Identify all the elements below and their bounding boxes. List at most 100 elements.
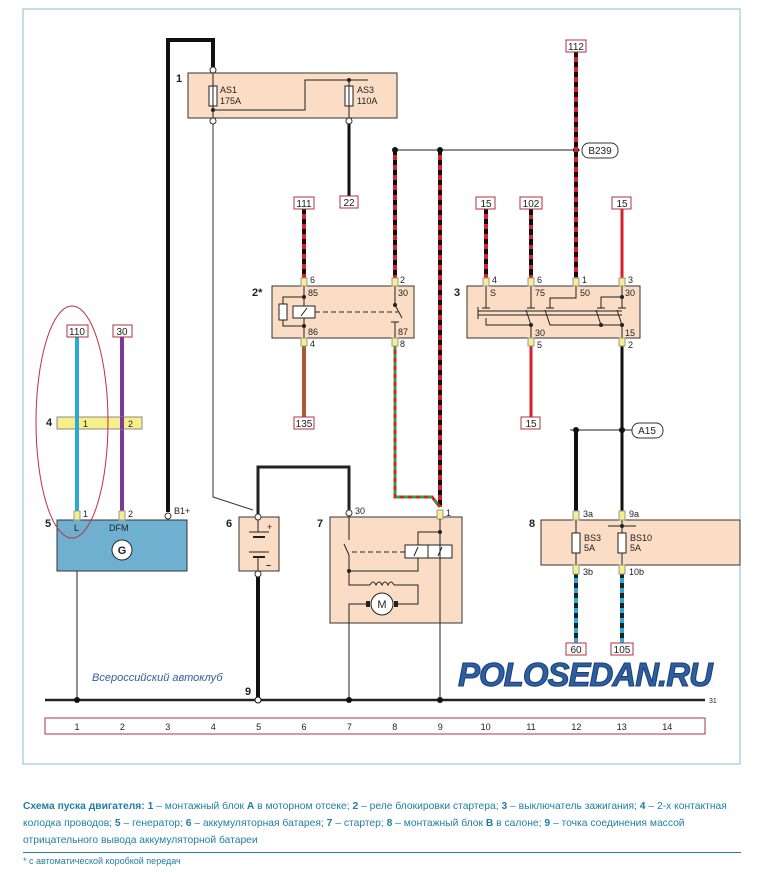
fuse-as3-label: AS3 xyxy=(357,85,374,95)
switch-term-50: 50 xyxy=(580,288,590,298)
block8-pin-9a: 9a xyxy=(629,509,639,519)
generator-term-dfm: DFM xyxy=(109,523,129,533)
switch-term-75: 75 xyxy=(535,288,545,298)
junction-b239 xyxy=(581,142,619,159)
ref-30: 30 xyxy=(116,327,128,338)
wires xyxy=(75,52,634,700)
ref-22: 22 xyxy=(343,198,355,209)
ref-111: 111 xyxy=(296,199,312,210)
block8-pin-10b: 10b xyxy=(629,567,644,577)
grid-number: 5 xyxy=(256,722,261,732)
connector-pin-2: 2 xyxy=(128,419,133,429)
ref-112: 112 xyxy=(568,42,584,53)
footnote: * с автоматической коробкой передач xyxy=(23,856,181,866)
switch-term-30-out: 30 xyxy=(535,328,545,338)
grid-number: 7 xyxy=(347,722,352,732)
diagram-frame xyxy=(22,8,741,765)
caption-item-number: 1 xyxy=(147,801,154,812)
relay-pin-2: 2 xyxy=(400,275,405,285)
generator-pin-1: 1 xyxy=(83,509,88,519)
ref-105: 105 xyxy=(614,645,631,656)
ref-110: 110 xyxy=(69,327,85,338)
junction-a15-label: A15 xyxy=(638,426,656,437)
generator: 5 1 2 L DFM B1+ G xyxy=(45,506,190,572)
caption-item-number: 7 xyxy=(326,818,333,829)
caption-items: 1 – монтажный блок A в моторном отсеке; … xyxy=(23,801,727,846)
caption-item-text: – монтажный блок xyxy=(153,801,247,812)
fuse-as3-rating: 110A xyxy=(357,96,377,106)
caption-item-text: – реле блокировки стартера; xyxy=(358,801,502,812)
grid-number: 6 xyxy=(301,722,306,732)
ref-102: 102 xyxy=(523,199,540,210)
relay-term-30: 30 xyxy=(398,288,408,298)
connector-number: 4 xyxy=(46,417,53,429)
switch-term-30: 30 xyxy=(625,288,635,298)
wire-b-plus xyxy=(166,38,215,512)
caption-item-text: – точка соединения массой отрицательного… xyxy=(23,818,685,846)
connector-pin-1: 1 xyxy=(83,419,88,429)
switch-pin-1: 1 xyxy=(582,275,587,285)
grid-number: 14 xyxy=(662,722,672,732)
starter: 7 30 1 M xyxy=(317,506,463,624)
switch-pin-2: 2 xyxy=(628,340,633,350)
grid-number: 4 xyxy=(211,722,216,732)
relay-pin-6: 6 xyxy=(310,275,315,285)
caption-item-number: 2 xyxy=(352,801,359,812)
caption-item-number: 3 xyxy=(501,801,508,812)
switch-pin-4: 4 xyxy=(492,275,497,285)
starter-number: 7 xyxy=(317,518,323,530)
generator-term-b1: B1+ xyxy=(174,506,190,516)
relay-number: 2* xyxy=(252,287,263,299)
relay-pin-4: 4 xyxy=(310,339,315,349)
ref-60: 60 xyxy=(570,645,582,656)
block1-number: 1 xyxy=(176,73,182,85)
caption-item-text: в моторном отсеке; xyxy=(254,801,353,812)
generator-term-l: L xyxy=(74,523,79,533)
battery-minus: – xyxy=(266,560,271,570)
fuse-bs3-rating: 5A xyxy=(584,543,595,553)
switch-number: 3 xyxy=(454,287,460,299)
grid-number: 13 xyxy=(617,722,627,732)
ground-bus: 9 31 xyxy=(45,686,717,705)
grid-number: 8 xyxy=(392,722,397,732)
grid-number: 12 xyxy=(571,722,581,732)
starter-term-1: 1 xyxy=(446,508,451,518)
divider xyxy=(23,852,741,853)
mounting-block-a: 1 AS1 175A AS3 110A xyxy=(176,66,398,125)
motor-symbol: M xyxy=(377,599,386,611)
caption-item-number: 9 xyxy=(544,818,551,829)
caption-item-number: 5 xyxy=(114,818,121,829)
caption-item-text: – генератор; xyxy=(120,818,186,829)
block8-pin-3a: 3a xyxy=(583,509,593,519)
fuse-bs10-label: BS10 xyxy=(630,533,652,543)
block8-pin-3b: 3b xyxy=(583,567,593,577)
fuse-bs3-label: BS3 xyxy=(584,533,601,543)
battery-number: 6 xyxy=(226,518,232,530)
wire-as1-battery xyxy=(212,124,254,511)
watermark-logo: POLOSEDAN.RU xyxy=(458,656,714,694)
connector-block: 4 1 2 xyxy=(46,416,143,430)
switch-pin-3: 3 xyxy=(628,275,633,285)
caption-item-number: 4 xyxy=(639,801,646,812)
ground-point-label: 9 xyxy=(245,686,251,698)
block8-number: 8 xyxy=(529,518,535,530)
generator-symbol: G xyxy=(118,545,127,557)
grid-number: 9 xyxy=(438,722,443,732)
generator-pin-2: 2 xyxy=(128,509,133,519)
caption-title: Схема пуска двигателя: xyxy=(23,801,145,812)
switch-term-15: 15 xyxy=(625,328,635,338)
junction-a15 xyxy=(631,422,664,439)
caption-item-text: – выключатель зажигания; xyxy=(507,801,640,812)
fuse-bs10-rating: 5A xyxy=(630,543,641,553)
relay-term-85: 85 xyxy=(308,288,318,298)
grid-number: 1 xyxy=(74,722,79,732)
caption-item-text: – аккумуляторная батарея; xyxy=(191,818,327,829)
starter-lock-relay: 2* 85 86 30 87 6 2 4 8 xyxy=(252,275,415,349)
ref-15-30: 15 xyxy=(616,199,628,210)
switch-pin-5: 5 xyxy=(537,340,542,350)
highlight-ellipse xyxy=(35,305,109,539)
starter-term-30: 30 xyxy=(355,506,365,516)
grid-number: 11 xyxy=(526,722,535,732)
relay-pin-8: 8 xyxy=(400,339,405,349)
